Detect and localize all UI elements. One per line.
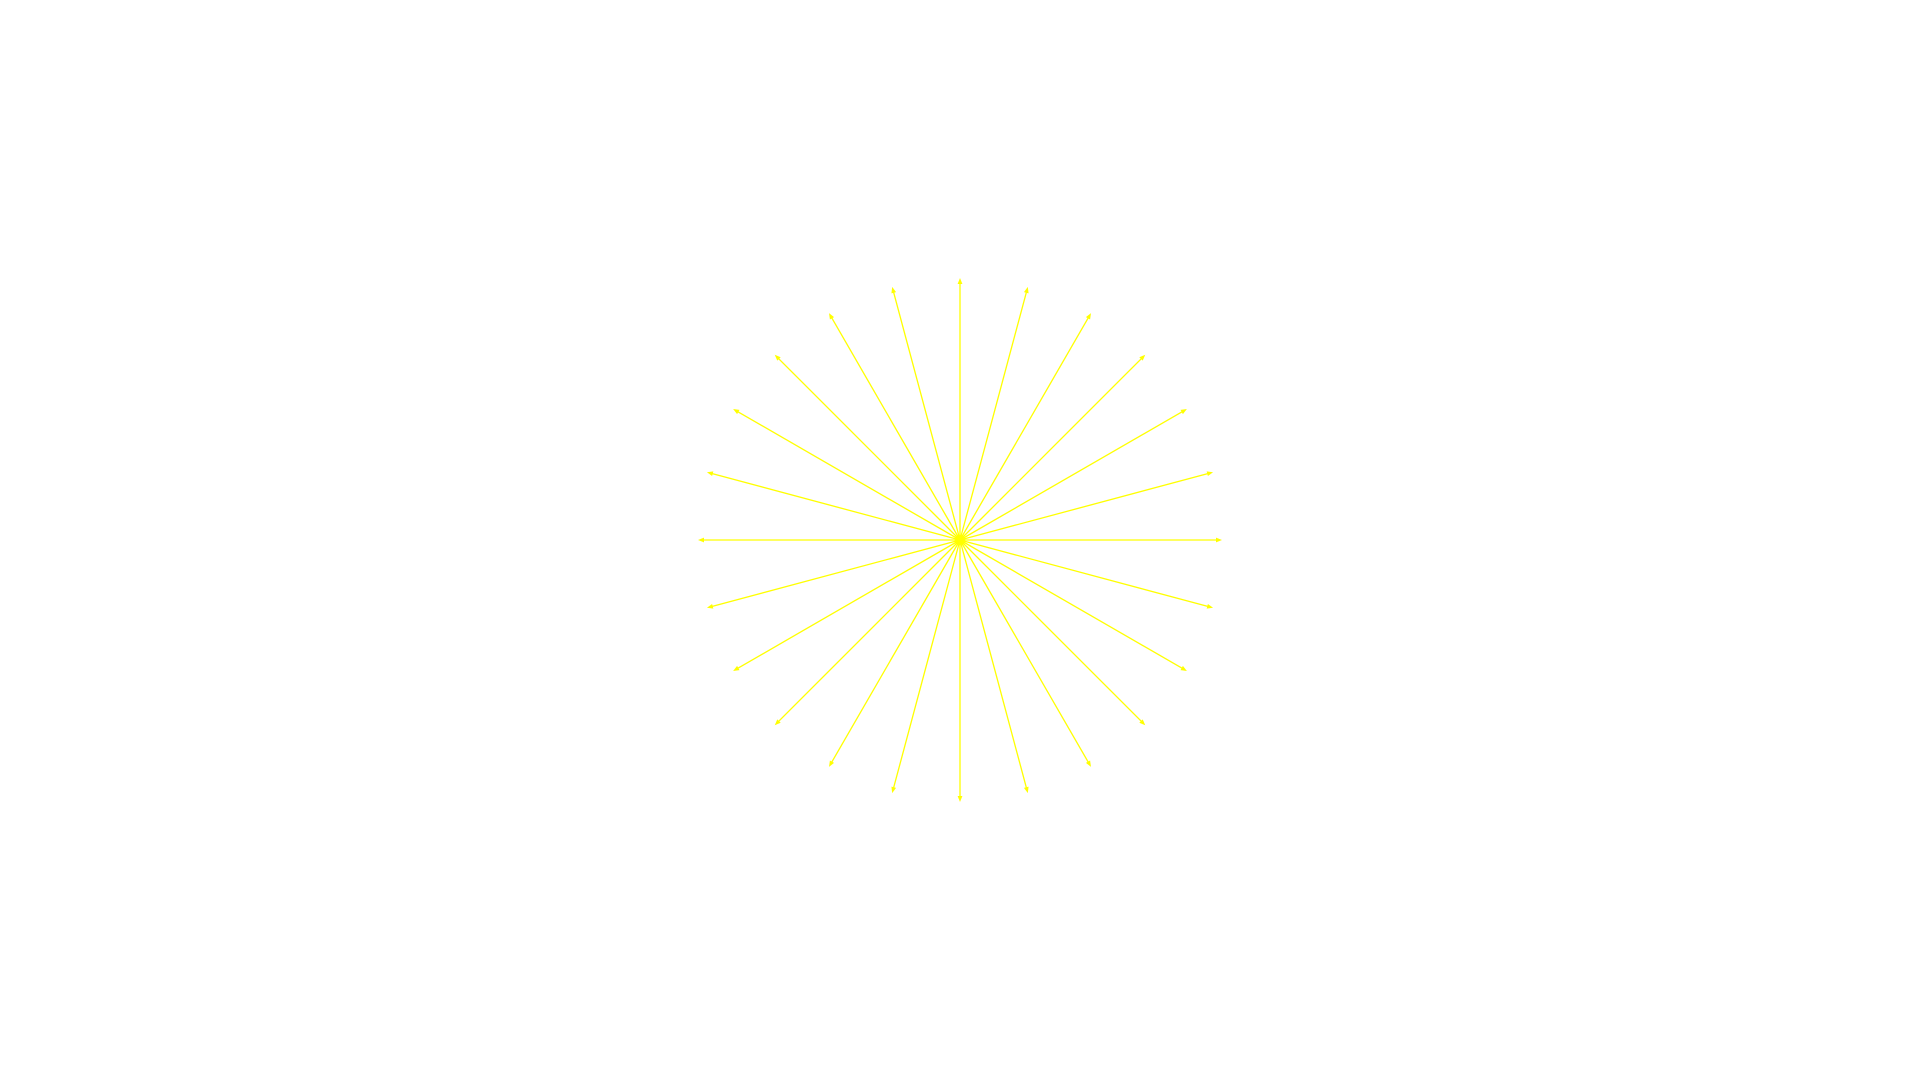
arrowhead-icon (829, 760, 835, 767)
arrowhead-icon (1139, 719, 1146, 726)
ray-line (830, 315, 961, 541)
arrowhead-icon (1216, 537, 1222, 543)
arrowhead-icon (891, 286, 897, 294)
arrowhead-icon (1085, 313, 1091, 320)
arrowhead-icon (957, 796, 963, 802)
ray-line (892, 539, 961, 790)
arrowhead-icon (1023, 786, 1029, 794)
ray-line (959, 539, 1028, 790)
arrowhead-icon (774, 719, 781, 726)
ray-line (959, 290, 1028, 541)
ray-line (776, 356, 961, 541)
ray-line (959, 539, 1185, 670)
arrowhead-icon (706, 603, 714, 609)
ray-line (735, 410, 961, 541)
ray-line (735, 539, 961, 670)
ray-line (959, 315, 1090, 541)
ray-line (776, 539, 961, 724)
arrowhead-icon (1139, 354, 1146, 361)
ray-line (959, 539, 1144, 724)
ray-line (959, 410, 1185, 541)
arrowhead-icon (733, 409, 740, 415)
arrowhead-icon (891, 786, 897, 794)
ray-group (698, 278, 1222, 802)
ray-line (959, 539, 1090, 765)
arrowhead-icon (698, 537, 704, 543)
ray-line (710, 539, 961, 608)
ray-line (959, 539, 1210, 608)
arrowhead-icon (1085, 760, 1091, 767)
ray-line (892, 290, 961, 541)
arrowhead-icon (1023, 286, 1029, 294)
ray-line (710, 472, 961, 541)
ray-line (959, 472, 1210, 541)
center-point (955, 535, 965, 545)
arrowhead-icon (774, 354, 781, 361)
arrowhead-icon (829, 313, 835, 320)
arrowhead-icon (1206, 603, 1214, 609)
arrowhead-icon (957, 278, 963, 284)
arrowhead-icon (706, 471, 714, 477)
ray-line (830, 539, 961, 765)
arrowhead-icon (1206, 471, 1214, 477)
arrowhead-icon (733, 665, 740, 671)
ray-line (959, 356, 1144, 541)
arrowhead-icon (1180, 409, 1187, 415)
arrowhead-icon (1180, 665, 1187, 671)
